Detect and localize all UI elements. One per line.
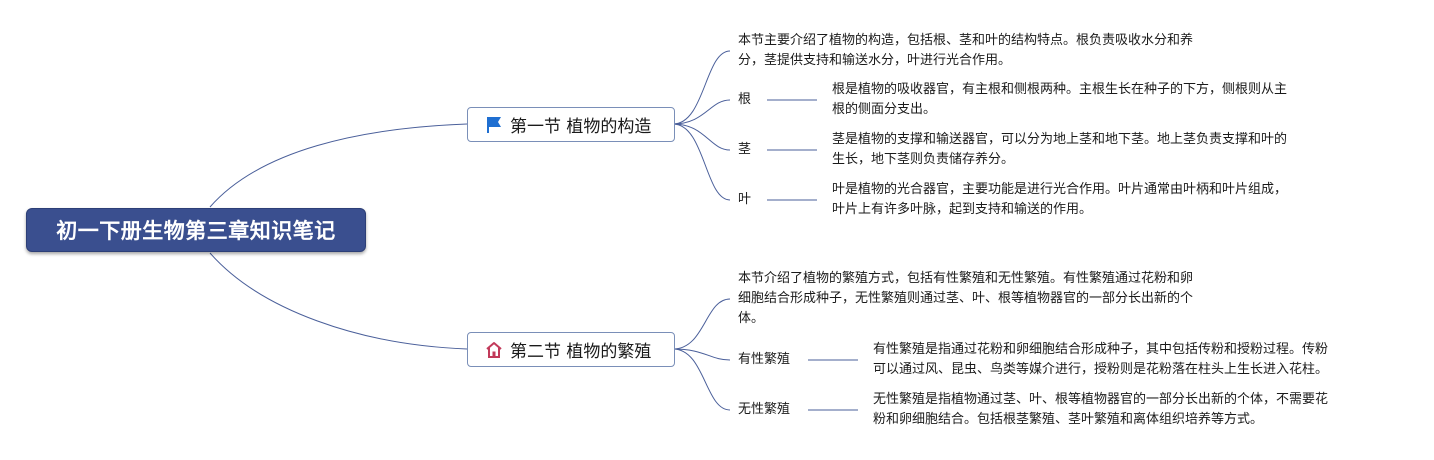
desc-line: 可以通过风、昆虫、鸟类等媒介进行，授粉则是花粉落在柱头上生长进入花柱。 (873, 362, 1329, 377)
summary-line: 本节主要介绍了植物的构造，包括根、茎和叶的结构特点。根负责吸收水分和养 (738, 33, 1194, 48)
section-summary: 本节介绍了植物的繁殖方式，包括有性繁殖和无性繁殖。有性繁殖通过花粉和卵 细胞结合… (738, 269, 1193, 329)
desc-line: 有性繁殖是指通过花粉和卵细胞结合形成种子，其中包括传粉和授粉过程。传粉 (873, 342, 1329, 357)
section-title: 第二节 植物的繁殖 (510, 342, 652, 362)
desc-line: 根的侧面分支出。 (832, 102, 937, 117)
subtopic-stem[interactable]: 茎 (738, 142, 752, 157)
desc-line: 粉和卵细胞结合。包括根茎繁殖、茎叶繁殖和离体组织培养等方式。 (873, 412, 1264, 427)
desc-line: 茎是植物的支撑和输送器官，可以分为地上茎和地下茎。地上茎负责支撑和叶的 (832, 132, 1288, 147)
section-topic-reproduction[interactable]: 第二节 植物的繁殖 (467, 332, 675, 367)
section-summary: 本节主要介绍了植物的构造，包括根、茎和叶的结构特点。根负责吸收水分和养 分，茎提… (738, 31, 1193, 71)
desc-line: 叶片上有许多叶脉，起到支持和输送的作用。 (832, 202, 1093, 217)
desc-line: 叶是植物的光合器官，主要功能是进行光合作用。叶片通常由叶柄和叶片组成， (832, 182, 1288, 197)
subtopic-desc: 叶是植物的光合器官，主要功能是进行光合作用。叶片通常由叶柄和叶片组成， 叶片上有… (832, 180, 1287, 220)
subtopic-root[interactable]: 根 (738, 92, 752, 107)
desc-line: 无性繁殖是指植物通过茎、叶、根等植物器官的一部分长出新的个体，不需要花 (873, 392, 1329, 407)
subtopic-asexual[interactable]: 无性繁殖 (738, 402, 791, 417)
summary-line: 分，茎提供支持和输送水分，叶进行光合作用。 (738, 53, 1012, 68)
desc-line: 生长，地下茎则负责储存养分。 (832, 152, 1015, 167)
subtopic-desc: 根是植物的吸收器官，有主根和侧根两种。主根生长在种子的下方，侧根则从主 根的侧面… (832, 80, 1287, 120)
subtopic-desc: 茎是植物的支撑和输送器官，可以分为地上茎和地下茎。地上茎负责支撑和叶的 生长，地… (832, 130, 1287, 170)
subtopic-sexual[interactable]: 有性繁殖 (738, 352, 791, 367)
house-icon (484, 340, 504, 360)
summary-line: 本节介绍了植物的繁殖方式，包括有性繁殖和无性繁殖。有性繁殖通过花粉和卵 (738, 271, 1194, 286)
flag-icon (484, 115, 504, 135)
subtopic-desc: 有性繁殖是指通过花粉和卵细胞结合形成种子，其中包括传粉和授粉过程。传粉 可以通过… (873, 340, 1328, 380)
subtopic-leaf[interactable]: 叶 (738, 192, 752, 207)
desc-line: 根是植物的吸收器官，有主根和侧根两种。主根生长在种子的下方，侧根则从主 (832, 82, 1288, 97)
summary-line: 体。 (738, 311, 765, 326)
summary-line: 细胞结合形成种子，无性繁殖则通过茎、叶、根等植物器官的一部分长出新的个 (738, 291, 1194, 306)
section-topic-structure[interactable]: 第一节 植物的构造 (467, 107, 675, 142)
section-title: 第一节 植物的构造 (510, 117, 652, 137)
root-topic[interactable]: 初一下册生物第三章知识笔记 (26, 208, 366, 252)
subtopic-desc: 无性繁殖是指植物通过茎、叶、根等植物器官的一部分长出新的个体，不需要花 粉和卵细… (873, 390, 1328, 430)
